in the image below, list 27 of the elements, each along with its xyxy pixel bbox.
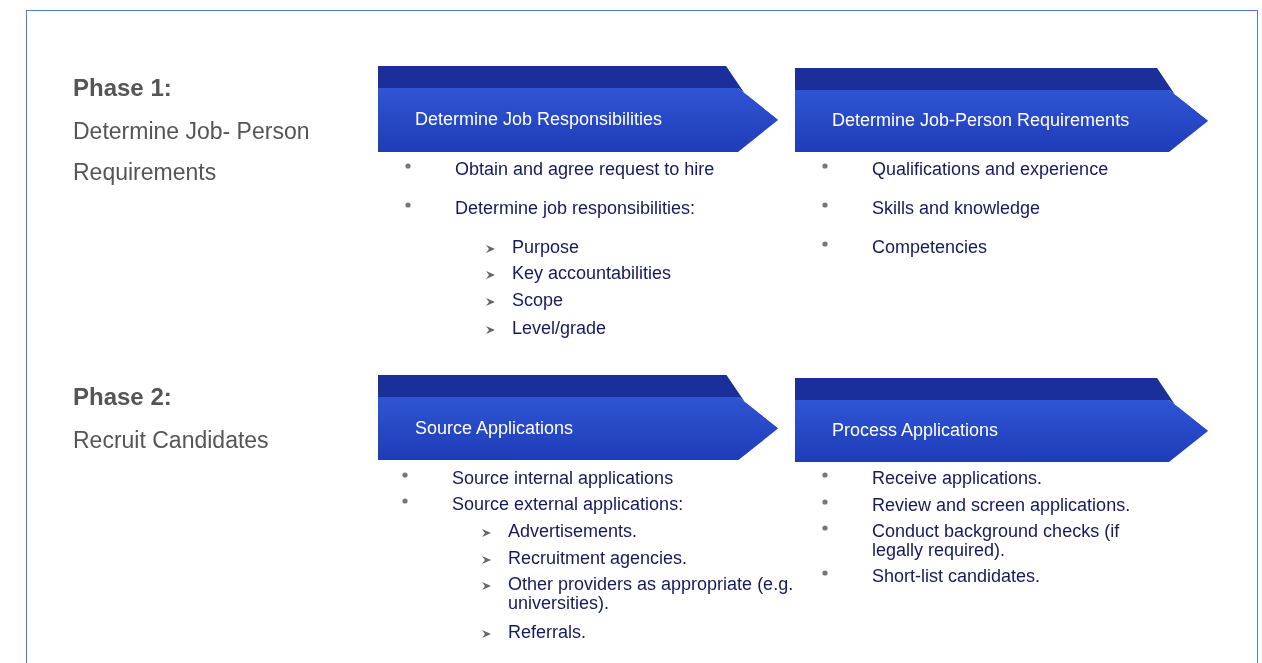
chevron-label: Source Applications	[415, 417, 574, 439]
sub-bullet-text: Level/grade	[512, 319, 607, 338]
sub-bullet-text: Recruitment agencies.	[508, 549, 688, 568]
chevron-label: Determine Job-Person Requirements	[832, 110, 1130, 131]
phase-heading: Phase 2:	[73, 383, 172, 411]
bullet-text: Conduct background checks (if legally required).	[872, 522, 1121, 560]
sub-bullet-text: Other providers as appropriate (e.g. universities).	[508, 575, 795, 613]
chevron-arrow	[378, 66, 778, 152]
chevron-arrow	[795, 378, 1208, 462]
chevron-label: Process Applications	[832, 420, 999, 441]
sub-bullet-text: Advertisements.	[508, 522, 638, 541]
phase-title: Determine Job- Person Requirements	[73, 117, 311, 187]
phase-title: Recruit Candidates	[73, 426, 270, 455]
bullet-text: Source external applications:	[452, 495, 684, 514]
sub-bullet-text: Scope	[512, 291, 564, 310]
bullet-text: Determine job responsibilities:	[455, 199, 696, 218]
chevron-arrow	[795, 68, 1208, 152]
chevron-arrow	[378, 375, 778, 460]
phase-heading: Phase 1:	[73, 74, 172, 102]
sub-bullet-text: Key accountabilities	[512, 264, 672, 283]
bullet-text: Skills and knowledge	[872, 199, 1041, 218]
sub-bullet-text: Referrals.	[508, 623, 587, 642]
bullet-text: Competencies	[872, 238, 988, 257]
bullet-text: Review and screen applications.	[872, 496, 1131, 515]
bullet-text: Short-list candidates.	[872, 567, 1041, 586]
chevron-label: Determine Job Responsibilities	[415, 109, 663, 130]
sub-bullet-text: Purpose	[512, 238, 580, 257]
